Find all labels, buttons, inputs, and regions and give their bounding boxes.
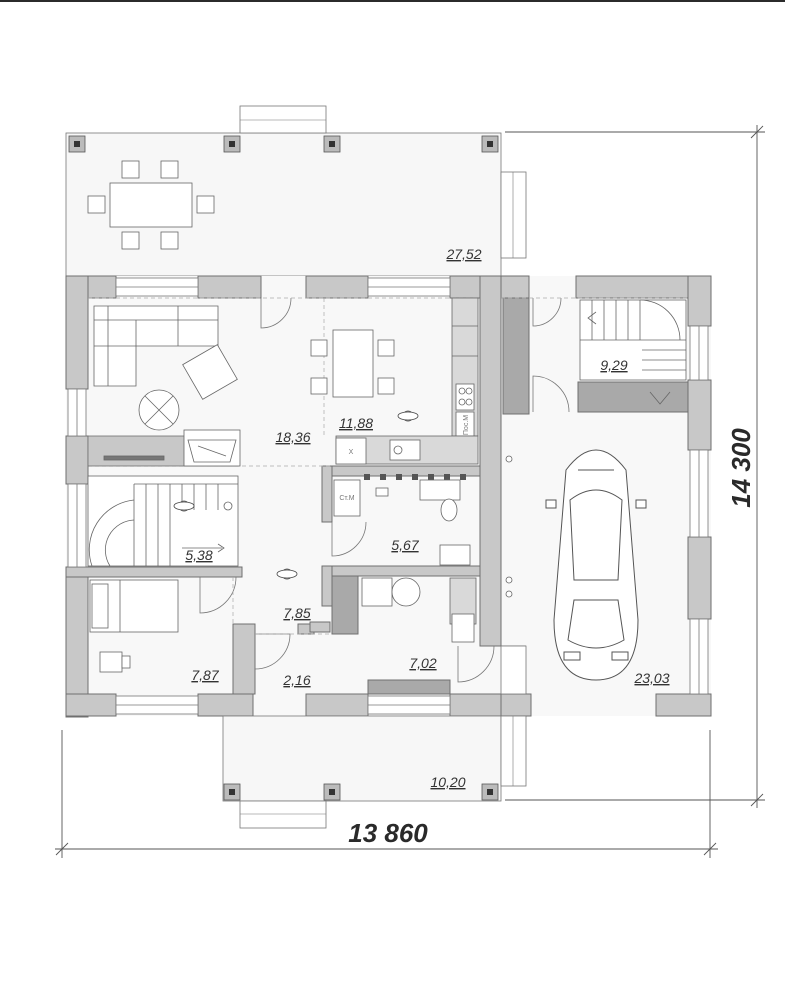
kitchen-counters (335, 297, 479, 465)
garage-car (545, 449, 647, 681)
dark-walls (331, 297, 689, 695)
terrace-dining-set (87, 160, 215, 250)
area-label-dining-kitchen: 11,88 (339, 415, 373, 431)
drain-icon (505, 455, 513, 463)
area-label-bedroom: 7,87 (191, 667, 219, 683)
bathroom-fixtures (333, 479, 471, 566)
area-label-boiler-room: 7,02 (409, 655, 436, 671)
area-label-living: 18,36 (275, 429, 310, 445)
windows (67, 277, 709, 715)
area-label-terrace: 27,52 (445, 246, 481, 262)
boiler-room-fixtures (361, 577, 477, 643)
counter-stools (364, 474, 466, 480)
washer-label: Ст.М (339, 495, 354, 502)
living-furniture (87, 305, 241, 467)
area-label-stairs-hall: 5,38 (185, 547, 212, 563)
area-label-bathroom: 5,67 (391, 537, 419, 553)
doors (199, 297, 570, 753)
dimension-lines (55, 125, 765, 858)
area-label-garage: 23,03 (633, 670, 669, 686)
main-staircase (87, 475, 239, 567)
dining-furniture (310, 329, 395, 398)
top-border-line (0, 0, 785, 2)
person-icons (173, 410, 419, 580)
height-dimension-label: 14 300 (726, 428, 756, 508)
porch (222, 715, 527, 829)
dishwasher-label: Пос.М (463, 415, 470, 435)
area-label-corridor: 7,85 (283, 605, 310, 621)
garage-staircase (579, 299, 687, 405)
area-label-porch: 10,20 (430, 774, 465, 790)
area-label-staircase-room: 9,29 (600, 357, 627, 373)
width-dimension-label: 13 860 (348, 818, 428, 848)
area-label-vestibule: 2,16 (282, 672, 310, 688)
bedroom-furniture (89, 579, 179, 673)
fridge-label: X (349, 449, 354, 456)
